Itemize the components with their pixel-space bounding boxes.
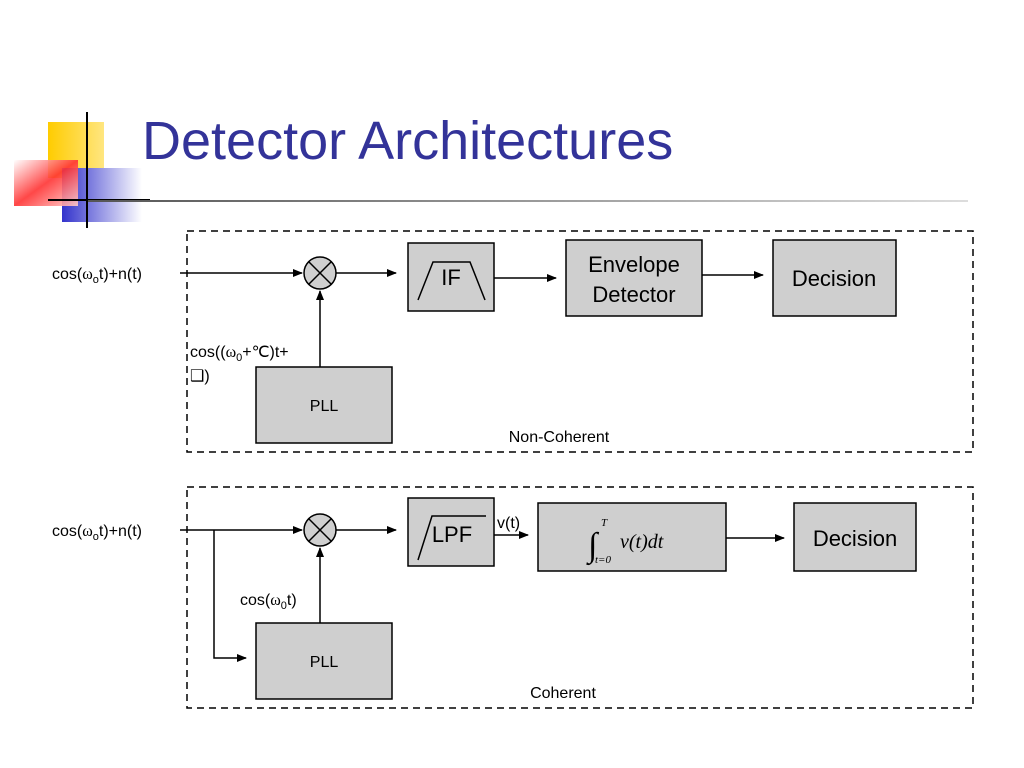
- nc-envelope-line2: Detector: [592, 282, 675, 307]
- c-caption: Coherent: [530, 685, 596, 702]
- nc-pll-label: PLL: [310, 398, 339, 415]
- nc-envelope-detector-block: Envelope Detector: [565, 239, 703, 317]
- c-input-label: cos(ωot)+n(t): [52, 523, 142, 543]
- nc-reference-label: cos((ω0+℃)t+: [190, 344, 289, 364]
- nc-envelope-line1: Envelope: [588, 252, 680, 277]
- c-integrator-upper-limit: T: [601, 517, 608, 529]
- c-lpf-block: LPF: [407, 497, 495, 567]
- c-integrator-integrand: v(t)dt: [620, 531, 664, 553]
- title-underline: [88, 200, 968, 202]
- slide-title: Detector Architectures: [142, 111, 674, 171]
- c-vt-label: v(t): [497, 515, 520, 532]
- c-pll-block: PLL: [255, 622, 393, 700]
- c-lpf-label: LPF: [432, 522, 472, 547]
- corner-decoration: [14, 112, 150, 228]
- nc-reference-label-line2: ❑): [190, 368, 210, 385]
- c-decision-block: Decision: [793, 502, 917, 572]
- c-integrator-block: ∫ T t=0 v(t)dt: [537, 502, 727, 572]
- c-input-branch-to-pll: [213, 530, 247, 662]
- c-mixer: [303, 513, 337, 547]
- nc-decision-block: Decision: [772, 239, 897, 317]
- lowpass-icon: [417, 515, 486, 561]
- coherent-section: cos(ωot)+n(t) LPF v(t) ∫ T t=0: [52, 486, 974, 709]
- c-pll-label: PLL: [310, 654, 339, 671]
- nc-caption: Non-Coherent: [509, 429, 610, 446]
- nc-pll-block: PLL: [255, 366, 393, 444]
- nc-if-block: IF: [407, 242, 495, 312]
- nc-if-label: IF: [441, 265, 461, 290]
- c-decision-label: Decision: [813, 526, 897, 551]
- nc-input-label: cos(ωot)+n(t): [52, 266, 142, 286]
- deco-red-square: [14, 160, 78, 206]
- nc-mixer: [303, 256, 337, 290]
- integral-sign-icon: ∫: [586, 527, 600, 566]
- c-reference-label: cos(ω0t): [240, 592, 297, 612]
- bandpass-icon: [417, 261, 486, 301]
- c-integrator-lower-limit: t=0: [595, 554, 611, 566]
- non-coherent-section: cos(ωot)+n(t) IF Envelope Detector: [52, 230, 974, 453]
- nc-decision-label: Decision: [792, 266, 876, 291]
